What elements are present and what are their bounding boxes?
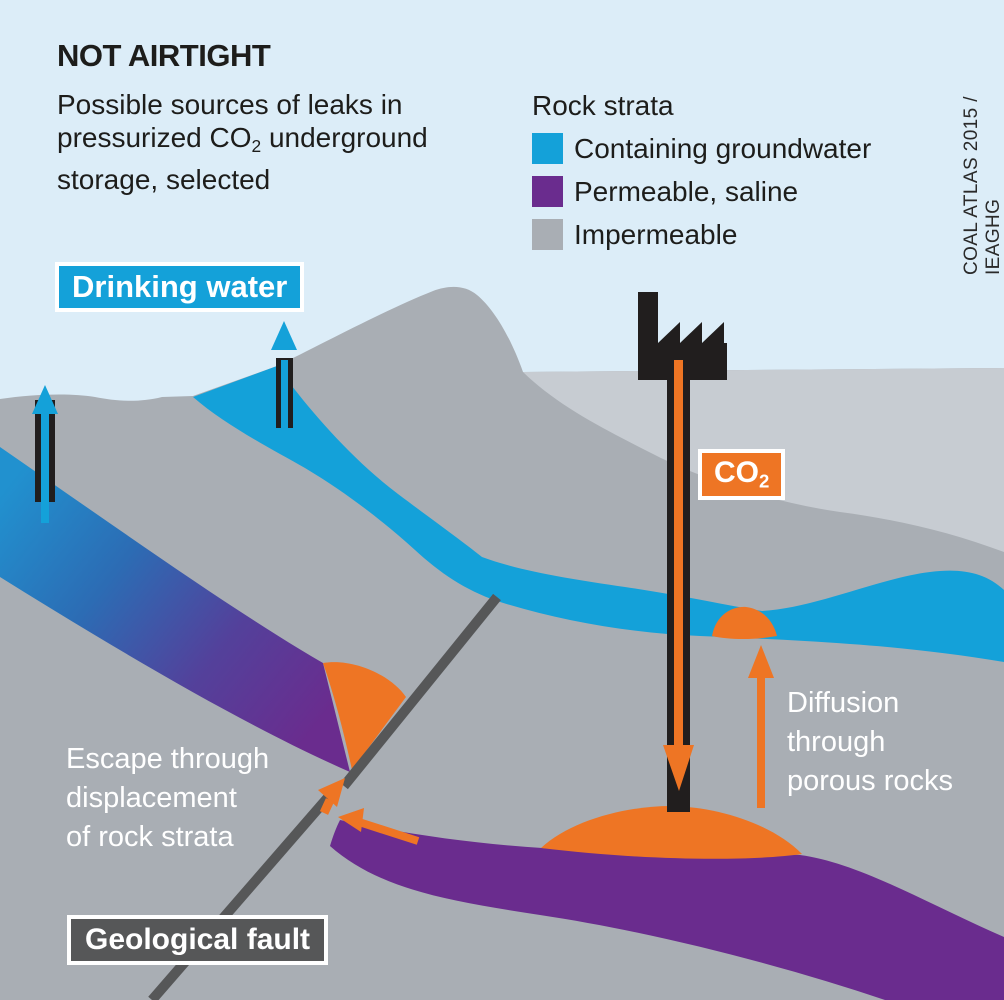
water-up-arrow-icon [271, 321, 297, 350]
diffusion-note: Diffusion through porous rocks [787, 687, 954, 797]
subtitle-line2: pressurized CO2 underground [57, 122, 428, 157]
fault-line-upper-segment [340, 593, 501, 790]
legend: Rock strata Containing groundwater Perme… [532, 92, 871, 262]
groundwater-swatch-icon [532, 133, 563, 164]
source-credit: COAL ATLAS 2015 / IEAGHG [961, 96, 1004, 275]
legend-heading: Rock strata [532, 90, 674, 121]
co2-storage-dome [541, 806, 802, 859]
well-water-column [281, 360, 288, 433]
page-subtitle: Possible sources of leaks in pressurized… [57, 88, 428, 196]
co2-label: CO2 [698, 449, 786, 500]
fault-escape-arrow-up-icon [318, 778, 345, 815]
groundwater-layer [193, 366, 1004, 662]
geological-fault-label: Geological fault [67, 915, 329, 965]
water-up-arrow-icon [32, 385, 58, 414]
fault-line-lower-segment [148, 791, 334, 1000]
co2-fault-escape-plume [323, 662, 406, 770]
saline-swatch-icon [532, 176, 563, 207]
co2-down-arrow-icon [663, 745, 694, 791]
diffusion-arrow-icon [748, 645, 774, 808]
impermeable-swatch-icon [532, 219, 563, 250]
co2-injection-column [674, 360, 683, 745]
drinking-water-label: Drinking water [55, 262, 305, 312]
legend-item-groundwater: Containing groundwater [532, 133, 871, 164]
co2-diffusion-pocket [712, 606, 777, 639]
legend-item-label: Impermeable [574, 218, 738, 250]
fault-escape-arrow-left-icon [338, 808, 420, 845]
saline-layer-upper [0, 447, 350, 772]
saline-layer-lower [330, 820, 1004, 1000]
water-well-slope [271, 321, 297, 433]
subtitle-line3: storage, selected [57, 164, 271, 196]
escape-note: Escape through displacement of rock stra… [66, 743, 270, 853]
legend-item-label: Permeable, saline [574, 175, 799, 207]
well-water-column [41, 412, 49, 523]
subtitle-line1: Possible sources of leaks in [57, 89, 403, 120]
legend-item-impermeable: Impermeable [532, 219, 871, 250]
factory-icon [638, 292, 727, 380]
legend-item-saline: Permeable, saline [532, 176, 871, 207]
page-title: NOT AIRTIGHT [57, 38, 271, 73]
injection-site [638, 292, 727, 812]
legend-item-label: Containing groundwater [574, 132, 872, 164]
water-well-left [32, 385, 58, 523]
